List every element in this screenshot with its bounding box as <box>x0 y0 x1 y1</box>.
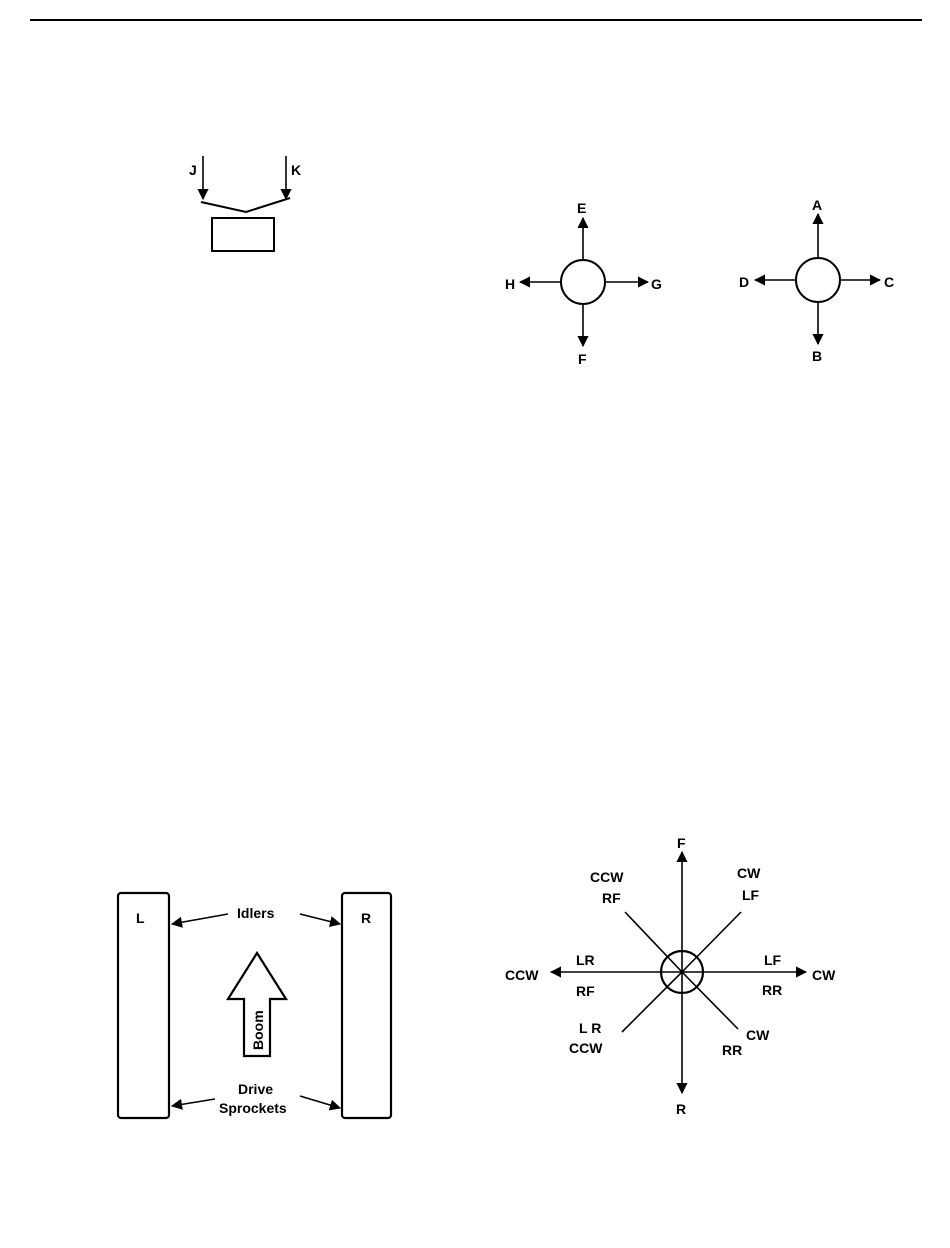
compass-left: E F H G <box>505 200 662 367</box>
steer-bottom-label: R <box>676 1101 686 1117</box>
label-f: F <box>578 351 587 367</box>
drive-arrow-right <box>300 1096 340 1108</box>
idlers-label: Idlers <box>237 905 275 921</box>
compass-left-hub <box>561 260 605 304</box>
diag-lower-right <box>682 972 738 1029</box>
diag-upper-right <box>682 912 741 972</box>
label-b: B <box>812 348 822 364</box>
steer-lower-right-2: RR <box>722 1042 742 1058</box>
right-track-label: R <box>361 910 371 926</box>
tracks-diagram: L R Idlers Drive Sprockets Boom <box>118 893 391 1118</box>
left-track <box>118 893 169 1118</box>
steer-right-lower: RR <box>762 982 782 998</box>
steer-top-label: F <box>677 835 686 851</box>
steer-lower-left-2: CCW <box>569 1040 603 1056</box>
steer-lower-left-1: L R <box>579 1020 601 1036</box>
block <box>212 218 274 251</box>
v-bracket <box>201 198 290 212</box>
boom-label: Boom <box>250 1010 266 1050</box>
drive-label-line1: Drive <box>238 1081 273 1097</box>
idler-arrow-right <box>300 914 340 924</box>
label-h: H <box>505 276 515 292</box>
steer-upper-right-2: LF <box>742 887 760 903</box>
left-track-label: L <box>136 910 145 926</box>
label-a: A <box>812 197 822 213</box>
steer-left-upper: LR <box>576 952 595 968</box>
bracket-diagram: J K <box>189 156 301 251</box>
steer-left-lower: RF <box>576 983 595 999</box>
right-track <box>342 893 391 1118</box>
steer-upper-left-2: RF <box>602 890 621 906</box>
drive-arrow-left <box>172 1099 215 1106</box>
steer-upper-right-1: CW <box>737 865 761 881</box>
idler-arrow-left <box>172 914 228 924</box>
steer-right-upper: LF <box>764 952 782 968</box>
drive-label-line2: Sprockets <box>219 1100 287 1116</box>
label-g: G <box>651 276 662 292</box>
compass-right-hub <box>796 258 840 302</box>
steer-left-axis: CCW <box>505 967 539 983</box>
steer-lower-right-1: CW <box>746 1027 770 1043</box>
steering-diagram: F R CCW CW LR RF LF RR CCW RF CW LF L R … <box>505 835 836 1117</box>
label-c: C <box>884 274 894 290</box>
label-k: K <box>291 162 301 178</box>
label-e: E <box>577 200 586 216</box>
diag-lower-left <box>622 972 682 1032</box>
label-d: D <box>739 274 749 290</box>
steer-right-axis: CW <box>812 967 836 983</box>
compass-right: A B D C <box>739 197 894 364</box>
label-j: J <box>189 162 197 178</box>
steer-upper-left-1: CCW <box>590 869 624 885</box>
diag-upper-left <box>625 912 682 972</box>
